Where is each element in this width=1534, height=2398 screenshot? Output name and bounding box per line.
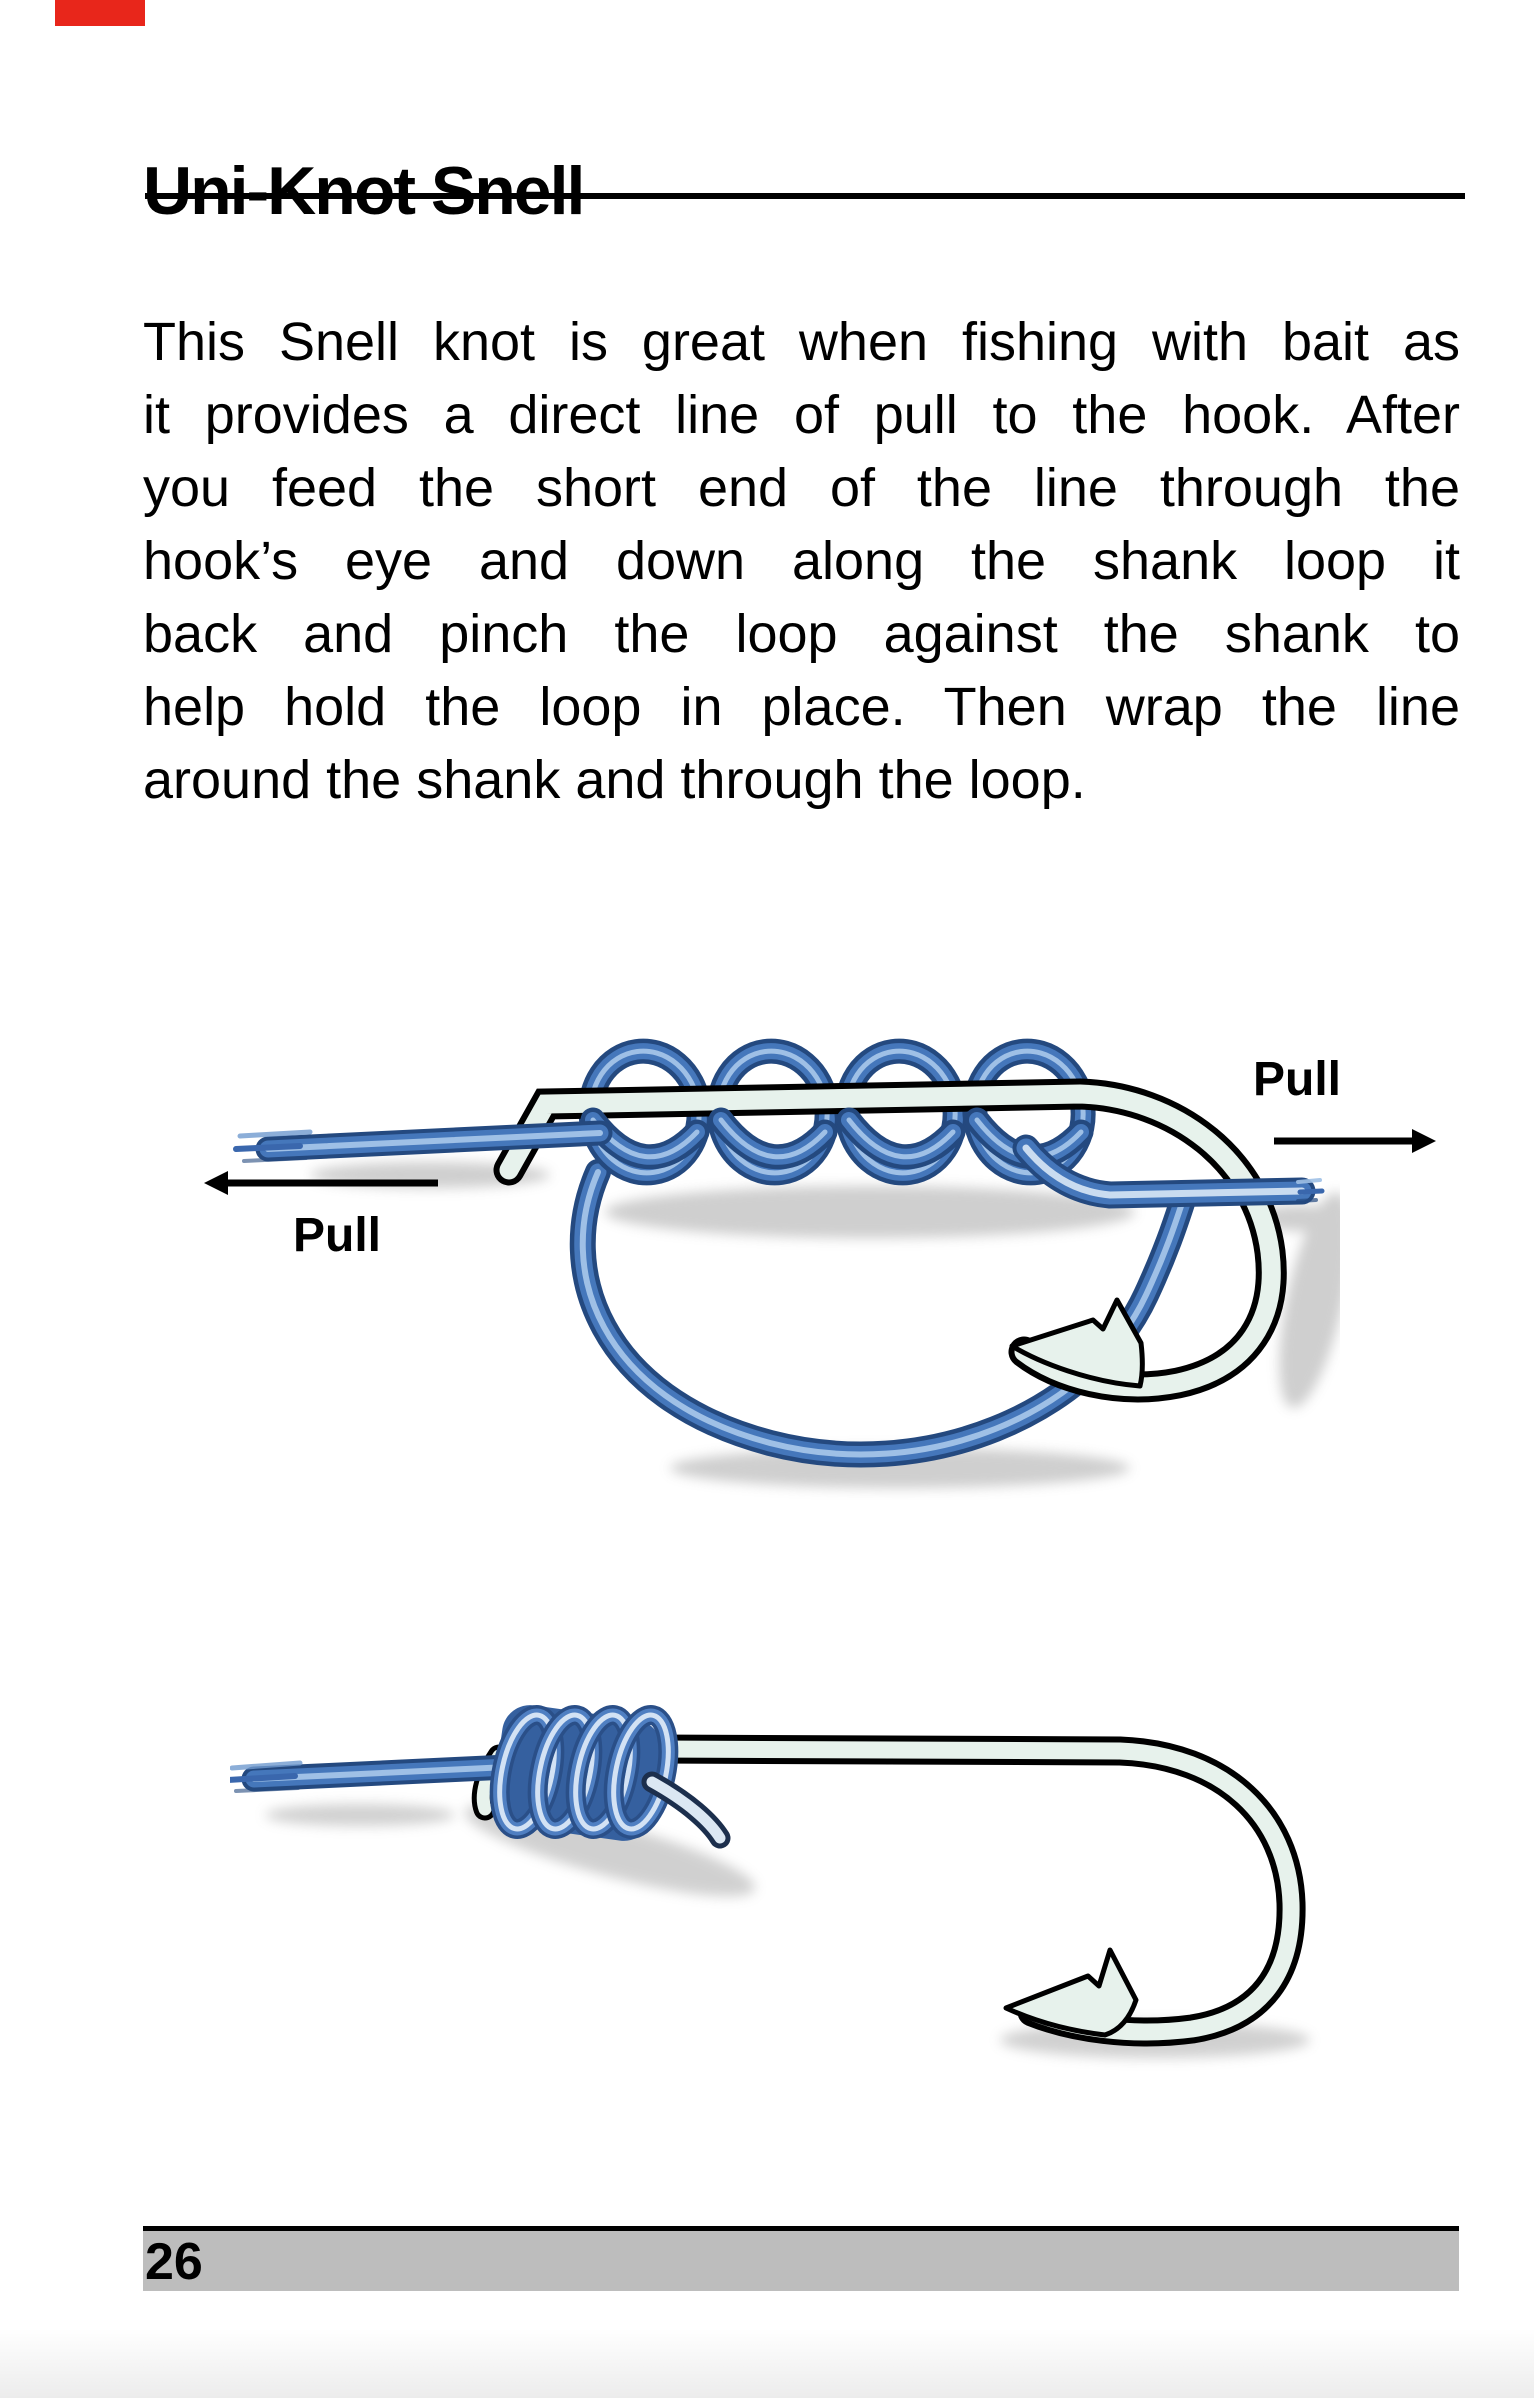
figure-snell-knot-loose [233,1038,1340,1488]
hook [493,1078,1287,1403]
title-underline [145,193,1465,199]
page-curl-shade [0,2328,1534,2398]
paragraph-line: it provides a direct line of pull to the… [143,385,1460,445]
footer-bar: 26 [143,2231,1459,2291]
hook-point-barb [1003,1947,1139,2038]
pull-left-arrow [204,1171,438,1195]
coil-highlights [489,1705,679,1839]
paragraph-line: help hold the loop in place. Then wrap t… [143,677,1460,737]
pull-right-arrow [1274,1129,1436,1153]
description-paragraph: This Snell knot is great when fishing wi… [143,306,1460,817]
red-tab-marker [55,0,145,26]
pull-right-label: Pull [1253,1053,1342,1106]
standing-line-left [230,1754,521,1793]
page-title: Uni-Knot Snell [143,152,585,229]
figure-snell-knot-finished [230,1705,1310,2058]
paragraph-line: around the shank and through the loop. [143,750,1086,810]
paragraph-line: hook’s eye and down along the shank loop… [143,531,1460,591]
tag-end-right [1012,1134,1325,1209]
standing-line-left [233,1120,613,1163]
trimmed-tag-end [641,1771,731,1849]
paragraph-line: This Snell knot is great when fishing wi… [143,312,1460,372]
paragraph-line: you feed the short end of the line throu… [143,458,1460,518]
pull-left-label: Pull [293,1209,382,1262]
figure2-shadows [265,1803,1310,2058]
blue-loop [569,1159,1196,1468]
paragraph-line: back and pinch the loop against the shan… [143,604,1460,664]
footer-top-rule [143,2226,1459,2231]
page-number: 26 [145,2233,203,2291]
hook-point-barb [1009,1297,1145,1389]
